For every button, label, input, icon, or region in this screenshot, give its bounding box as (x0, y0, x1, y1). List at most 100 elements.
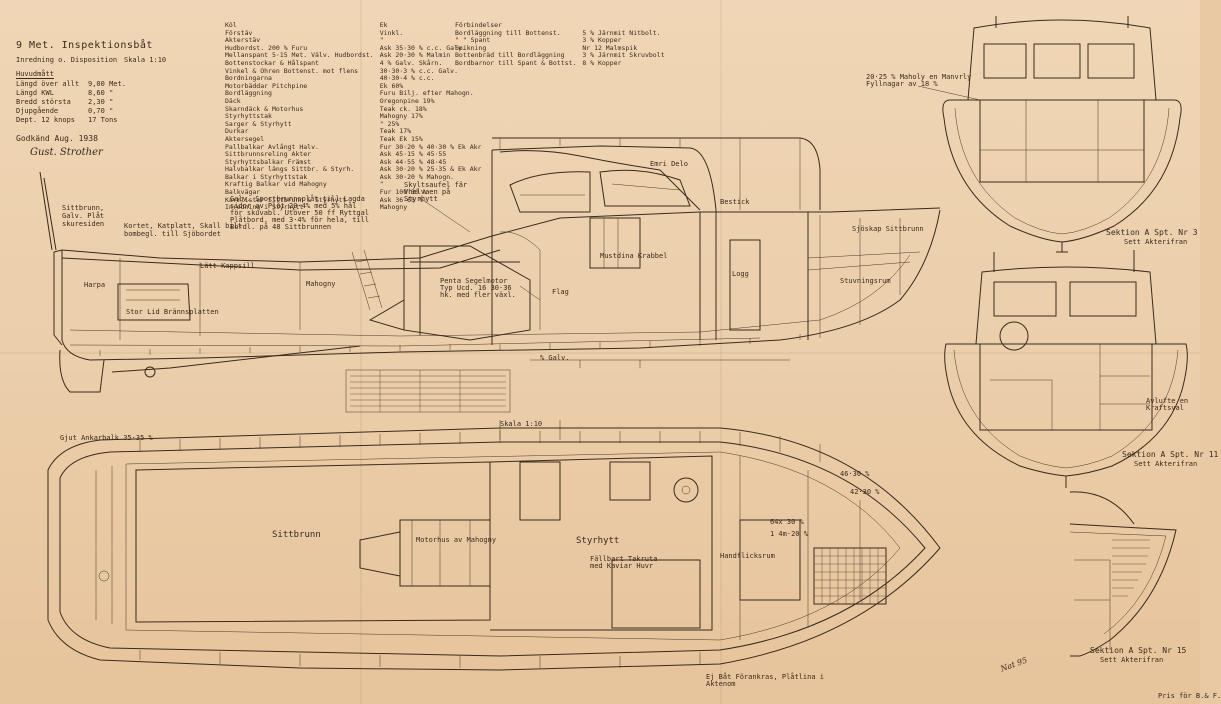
fold-crease-horizontal (0, 352, 1200, 354)
spec-value: Fur 100·30 % (379, 188, 427, 197)
approval-note: Godkänd Aug. 1938 (16, 134, 98, 143)
fold-crease-vertical (720, 0, 722, 704)
spec-value: Furu Bilj. efter Mahogn. (379, 89, 474, 98)
label-motor: Penta Segelmotor Typ Ucd. 16 30·36 hk. m… (440, 277, 516, 299)
dimension-value: 17 Tons (88, 116, 118, 124)
label-flag: Flag (552, 288, 569, 296)
spec-row: Spikning Nr 12 Malmspik (452, 43, 668, 53)
hull-profile (39, 137, 941, 413)
spec-part: Förstäv (225, 28, 253, 37)
spec-value: Ask 30·20 % Mahogn. (379, 172, 455, 181)
label-ankarbalk: Gjut Ankarbalk 35·35 % (60, 434, 153, 442)
spec-row: Balkvägar Fur 100·30 % (222, 188, 484, 197)
dimension-label-2: 64x 30 % (770, 518, 804, 526)
spec-value: 40·30·4 % c.c. (379, 74, 435, 83)
label-harpa: Harpa (84, 281, 106, 289)
spec-value: Mahogny 17% (379, 112, 423, 121)
spec-value: Ask 45·15 % 45·55 (379, 150, 447, 159)
spec-part: Mellanspant 5·15 Met. Välv. Hudbordst. (225, 51, 374, 60)
spec-value: 3 % Järnmit Skruvbolt (582, 51, 665, 60)
section-11-note: Avlufte en Kraftsval (1146, 397, 1189, 412)
label-scale-strip: Skala 1:10 (500, 420, 543, 428)
spec-row: Sarger & Styrhytt" 25% (222, 120, 484, 129)
label-galv: % Galv. (540, 354, 570, 362)
spec-value: Mahogny (379, 203, 408, 212)
section-3-sub: Sett Akterifran (1124, 238, 1188, 246)
spec-value: Ask 20·30 % Malmin (379, 51, 451, 60)
dimension-row: Dept. 12 knops 17 Tons (16, 116, 126, 125)
spec-value: 30·30·3 % c.c. Galv. (379, 66, 458, 75)
spec-value: Nr 12 Malmspik (582, 43, 638, 52)
label-flatbrunn: Sittbrunn, Galv. Plåt skuresiden (62, 204, 105, 228)
label-stuvningsrum: Stuvningsrum (840, 277, 891, 285)
drawing-scale: Skala 1:10 (124, 56, 167, 64)
spec-row: Bordningarna 40·30·4 % c.c. (222, 75, 484, 83)
spec-part: " " Spant (455, 36, 491, 45)
dimension-label: Dept. 12 knops (16, 116, 76, 124)
spec-part: Balkvägar (225, 188, 261, 197)
dimension-label-3: 46·30 % (840, 470, 870, 478)
spec-row: Akterstäv" (222, 37, 484, 45)
spec-value: Teak Ek 15% (379, 134, 423, 143)
label-sittbrunn: Sittbrunn (272, 530, 321, 540)
spec-part: Bottenbräd till Bordläggning (455, 51, 565, 60)
section-3-label: Sektion A Spt. Nr 3 (1106, 228, 1198, 237)
label-lapp-kappsill: Lätt Kappsill (200, 262, 255, 270)
dimension-label: Bredd största (16, 98, 71, 106)
label-skyltsaufel: Skyltsaufel fär Vhelvaen på Styrhytt (404, 181, 468, 203)
dimensions-header: Huvudmått (16, 70, 54, 79)
spec-value: Fur 30·20 % 40·30 % Ek Akr (379, 142, 482, 151)
spec-part: Karmlister Sittbrunn & Styrhytt (225, 195, 347, 204)
dimension-label-4: 42·30 % (850, 488, 880, 496)
spec-row: Mellanspant 5·15 Met. Välv. Hudbordst. As… (222, 52, 484, 60)
section-11-label: Sektion A Spt. Nr 11 (1122, 450, 1219, 459)
section-frame-11 (944, 250, 1188, 488)
section-frame-15 (1069, 491, 1177, 657)
spec-part: Bottenstockar & Hålspant (225, 58, 319, 67)
spec-row: Bottenbräd till Bordläggning 3 % Järnmit … (452, 52, 668, 60)
spec-part: Förbindelser (455, 21, 502, 29)
section-3-note: 20·25 % Maholy en Manvrly Fyllnagar av 1… (866, 73, 972, 88)
spec-part: Hudbordst. 200 % Furu (225, 43, 308, 52)
spec-part: Bordningarna (225, 74, 272, 83)
label-bottom-note: Ej Båt Förankras, Plåtlina i Aktenom (706, 673, 825, 688)
fold-crease-vertical (360, 0, 362, 704)
spec-part: Motorbäddar Pitchpine (225, 81, 308, 90)
spec-value: 8 % Kopper (582, 58, 622, 67)
spec-value: Vinkl. (379, 28, 404, 37)
dimension-label-1: 1 4m·20 % (770, 530, 808, 538)
spec-part: Halvbalkar längs Sittbr. & Styrh. (225, 165, 355, 174)
spec-part: Inredning i Styrhytt (225, 203, 304, 212)
spec-part: Pallbalkar Avlångt Halv. (225, 142, 319, 151)
dimension-value: 9,00 Met. (88, 80, 126, 88)
spec-value: 5 % Järnmit Nitbolt. (582, 28, 661, 37)
grating (813, 547, 887, 605)
spec-row: Bordbarnor till Spant & Bottst.8 % Koppe… (452, 58, 668, 68)
label-takskiva: Mustdina Krabbel (600, 252, 668, 260)
dimension-value: 8,60 " (88, 89, 114, 97)
dimension-row: Längd över allt 9,00 Met. (16, 80, 126, 89)
spec-value: " (379, 36, 384, 45)
spec-value: Ask 35·30 % c.c. Galv. (379, 43, 466, 52)
dimension-label: Längd över allt (16, 80, 80, 88)
dimension-value: 0,70 " (88, 107, 114, 115)
hull-plan (47, 420, 941, 671)
label-handflicksrum: Handflicksrum (720, 552, 775, 560)
spec-row: Halvbalkar längs Sittbr. & Styrh.Ask 30·… (222, 166, 484, 174)
spec-part: Spikning (455, 43, 487, 52)
section-15-label: Sektion A Spt. Nr 15 (1090, 646, 1187, 655)
spec-part: Skarndäck & Motorhus (225, 104, 304, 113)
